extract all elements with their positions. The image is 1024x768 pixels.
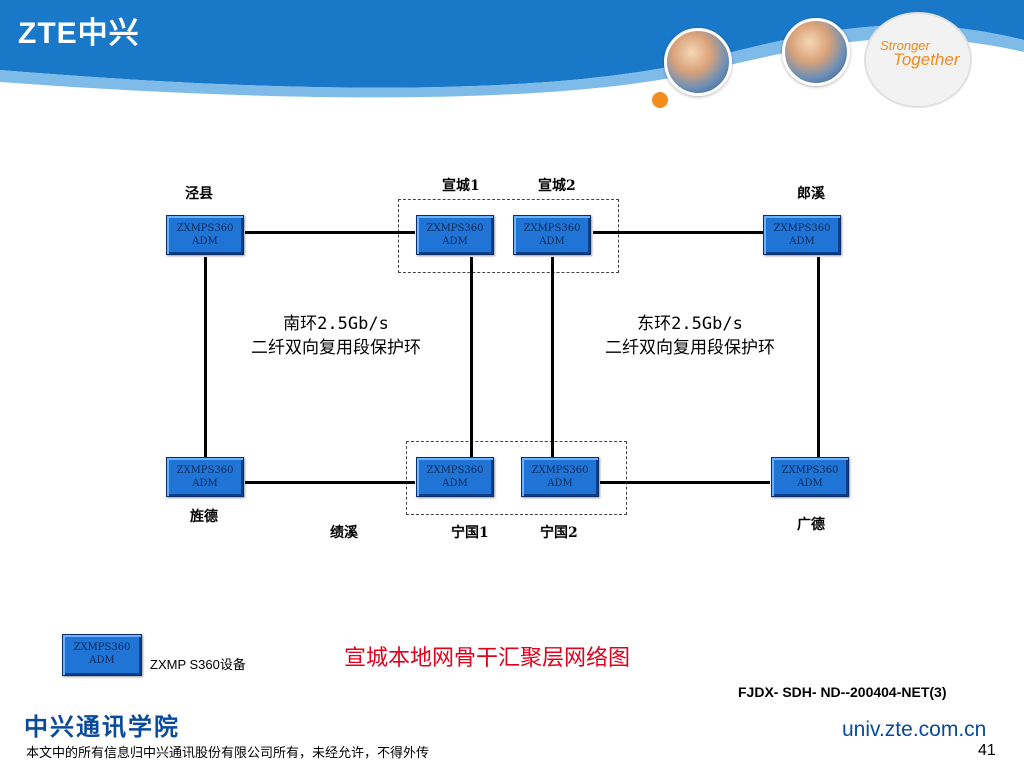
- slogan-line2: Together: [893, 50, 960, 69]
- site-label-xuancheng2: 宣城2: [538, 178, 576, 194]
- diagram-title: 宣城本地网骨干汇聚层网络图: [344, 646, 631, 671]
- xuancheng-group: [398, 199, 619, 273]
- people-photo-2: [782, 18, 850, 86]
- slogan-badge: [864, 12, 972, 108]
- footer-note: 本文中的所有信息归中兴通讯股份有限公司所有，未经允许，不得外传: [26, 746, 430, 761]
- legend-text: ZXMP S360设备: [150, 657, 246, 672]
- zte-logo: ZTE中兴: [18, 17, 140, 50]
- site-label-ningguo1: 宁国1: [451, 525, 489, 541]
- ningguo-group: [406, 441, 627, 515]
- orange-dot: [652, 92, 668, 108]
- site-label-jingxian: 泾县: [185, 186, 213, 202]
- document-id: FJDX- SDH- ND--200404-NET(3): [738, 684, 947, 700]
- link-xuancheng2-ningguo2: [551, 257, 554, 457]
- site-label-jixi: 绩溪: [330, 525, 358, 541]
- link-xuancheng1-ningguo1: [470, 257, 473, 457]
- footer-org: 中兴通讯学院: [24, 712, 180, 741]
- site-label-langxi: 郎溪: [797, 186, 825, 202]
- link-jingde-ningguo1: [245, 481, 415, 484]
- page-number: 41: [978, 742, 996, 759]
- link-xuancheng2-langxi: [593, 231, 763, 234]
- people-photo-1: [664, 28, 732, 96]
- link-langxi-guangde: [817, 257, 820, 457]
- site-label-xuancheng1: 宣城1: [442, 178, 480, 194]
- link-jingxian-xuancheng1: [245, 231, 415, 234]
- site-label-guangde: 广德: [797, 517, 825, 533]
- footer-site: univ.zte.com.cn: [842, 718, 987, 741]
- link-ningguo2-guangde: [600, 481, 770, 484]
- site-label-ningguo2: 宁国2: [540, 525, 578, 541]
- link-jingxian-jingde: [204, 257, 207, 457]
- slogan-line1: Stronger: [880, 38, 930, 53]
- site-label-jingde: 旌德: [190, 509, 218, 525]
